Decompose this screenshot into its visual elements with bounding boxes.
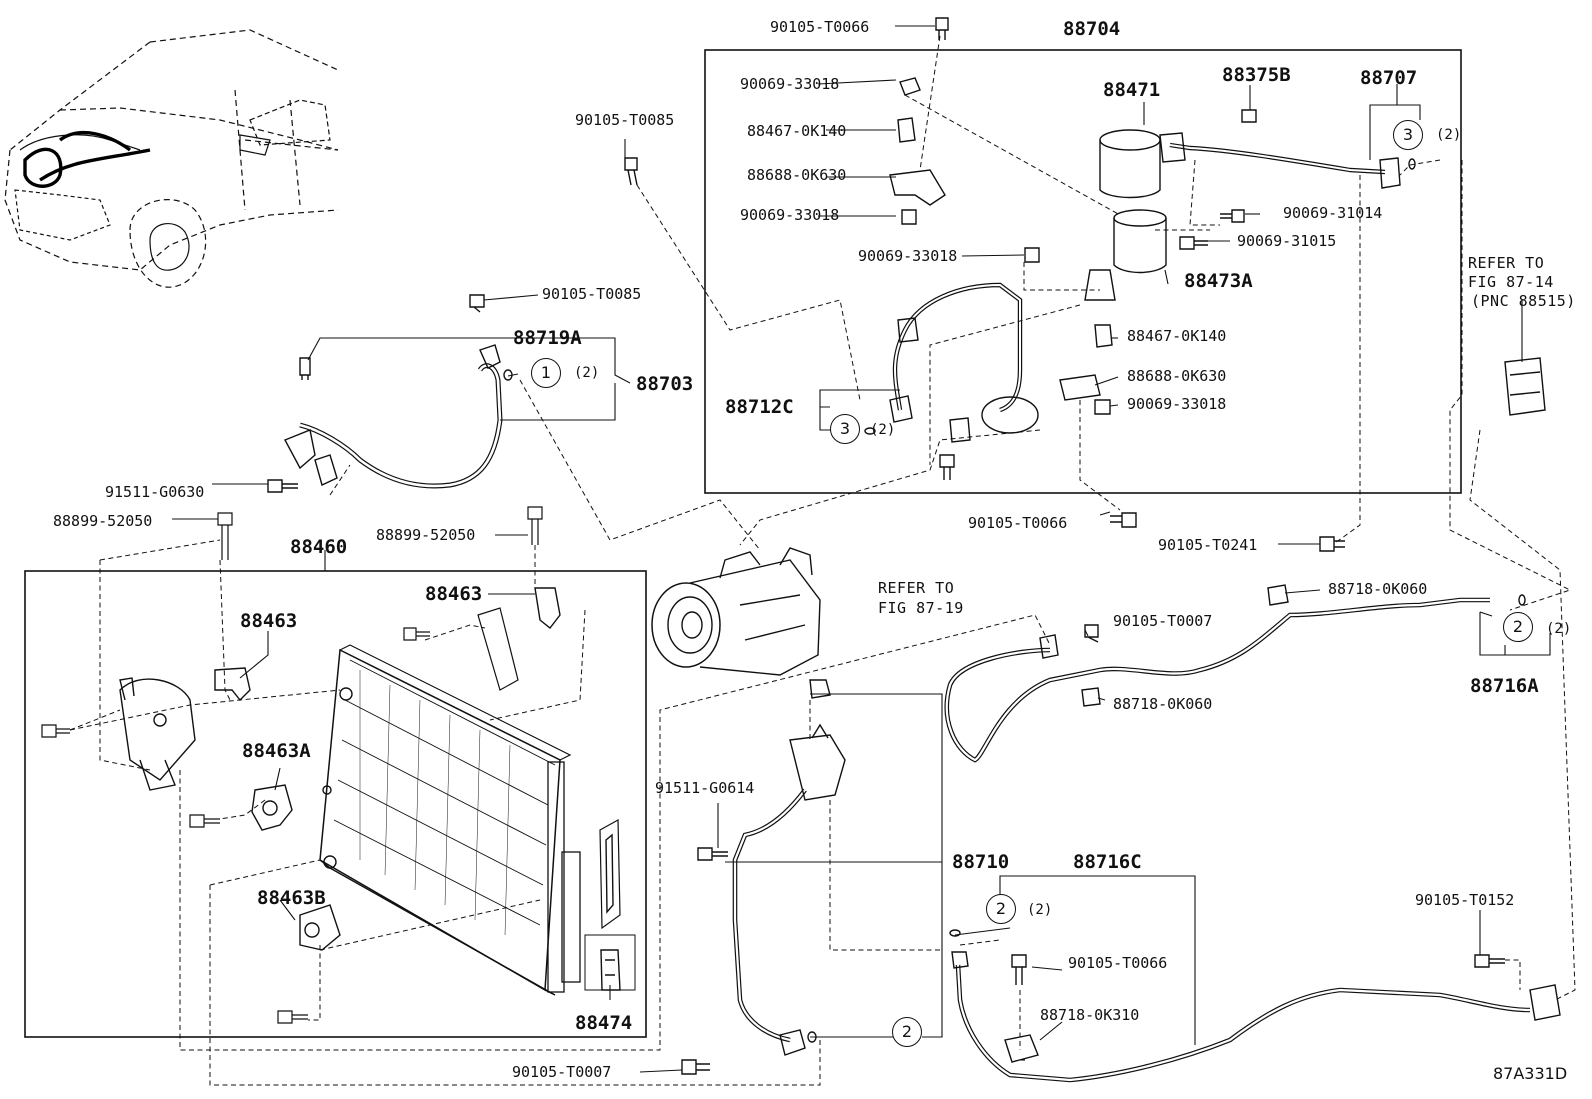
part-label: 88467-0K140: [1127, 327, 1227, 345]
label-assembly-88707: 88707: [1360, 67, 1418, 89]
label-assembly-88716c: 88716C: [1073, 851, 1142, 873]
vehicle-illustration: [4, 29, 339, 288]
callout-circle: 3: [830, 414, 860, 444]
part-label: 90105-T0007: [512, 1063, 612, 1081]
quantity-note: (2): [1436, 127, 1462, 143]
part-label: 88688-0K630: [1127, 367, 1227, 385]
part-label: 88899-52050: [53, 512, 153, 530]
callout-circle: 3: [1393, 120, 1423, 150]
callout-circle: 2: [892, 1017, 922, 1047]
label-assembly-88460: 88460: [290, 536, 348, 558]
label-assembly-88710: 88710: [952, 851, 1010, 873]
part-label: 91511-G0630: [105, 483, 205, 501]
part-label: 90105-T0066: [770, 18, 870, 36]
part-label: 90105-T0007: [1113, 612, 1213, 630]
refer-fig-87-19-line2: FIG 87-19: [878, 599, 964, 617]
solid-leaders: [172, 25, 1551, 1073]
part-label: 88474: [575, 1012, 633, 1034]
quantity-note: (2): [870, 422, 896, 438]
callout-circle: 2: [1503, 612, 1533, 642]
part-label: 90069-31014: [1283, 204, 1383, 222]
callout-circle: 2: [986, 894, 1016, 924]
part-label: 91511-G0614: [655, 779, 755, 797]
dashed-leaders: [69, 35, 1576, 1086]
part-label: 90105-T0066: [1068, 954, 1168, 972]
sensor-bracket-left: [119, 677, 196, 791]
part-label: 90069-31015: [1237, 232, 1337, 250]
liquid-pipe-88710: [697, 679, 846, 1056]
part-label: 88473A: [1184, 270, 1253, 292]
condenser: [319, 644, 581, 996]
pipe-bracket-88688: [889, 169, 1101, 401]
part-label: 88899-52050: [376, 526, 476, 544]
label-assembly-88716a: 88716A: [1470, 675, 1539, 697]
figure-code: 87A331D: [1493, 1064, 1568, 1083]
part-label: 90069-33018: [1127, 395, 1227, 413]
assembly-box-88460: [24, 570, 647, 1038]
assembly-box-88704: [704, 49, 1462, 494]
bracket-88463-right: [477, 587, 561, 691]
expansion-valve: [1504, 357, 1546, 416]
part-label: 88375B: [1222, 64, 1291, 86]
pipe-88707: [1159, 109, 1401, 250]
pressure-switch-88473a: [1084, 209, 1167, 301]
part-label: 88463B: [257, 887, 326, 909]
part-label: 88718-0K060: [1328, 580, 1428, 598]
refer-fig-87-14-line1: REFER TO: [1468, 254, 1545, 272]
part-label: 90105-T0152: [1415, 891, 1515, 909]
tube-88712c: [889, 282, 1039, 480]
part-label: 90069-33018: [740, 75, 840, 93]
refer-fig-87-14-line3: (PNC 88515): [1471, 292, 1576, 310]
suction-hose-88716a: [944, 584, 1490, 763]
discharge-hose-88703: [267, 157, 638, 493]
fasteners-88704: [897, 17, 1113, 415]
callout-circle: 1: [531, 358, 561, 388]
bracket-88463a: [251, 784, 293, 831]
suction-pipe-88716c: [951, 951, 1561, 1083]
part-label: 90105-T0085: [575, 111, 675, 129]
ac-compressor: [651, 547, 821, 676]
label-assembly-88719a: 88719A: [513, 327, 582, 349]
part-label: 88467-0K140: [747, 122, 847, 140]
label-assembly-88712c: 88712C: [725, 396, 794, 418]
part-label: 88718-0K310: [1040, 1006, 1140, 1024]
refer-fig-87-14-line2: FIG 87-14: [1468, 273, 1554, 291]
label-assembly-88703: 88703: [636, 373, 694, 395]
part-label: 90105-T0241: [1158, 536, 1258, 554]
bolts-lower: [681, 512, 1345, 1075]
bolts-condenser: [41, 506, 543, 1024]
quantity-note: (2): [1546, 621, 1572, 637]
refer-fig-87-19-line1: REFER TO: [878, 579, 955, 597]
part-label: 88471: [1103, 79, 1161, 101]
label-assembly-88704: 88704: [1063, 18, 1121, 40]
o-rings: [503, 158, 1526, 1043]
part-label: 90105-T0066: [968, 514, 1068, 532]
part-label: 90069-33018: [858, 247, 958, 265]
part-label: 88718-0K060: [1113, 695, 1213, 713]
part-label: 90069-33018: [740, 206, 840, 224]
bracket-88463b: [299, 904, 341, 951]
part-label: 90105-T0085: [542, 285, 642, 303]
part-label: 88463: [425, 583, 483, 605]
part-label: 88688-0K630: [747, 166, 847, 184]
part-label: 88463A: [242, 740, 311, 762]
part-label: 88463: [240, 610, 298, 632]
quantity-note: (2): [1027, 902, 1053, 918]
quantity-note: (2): [574, 365, 600, 381]
